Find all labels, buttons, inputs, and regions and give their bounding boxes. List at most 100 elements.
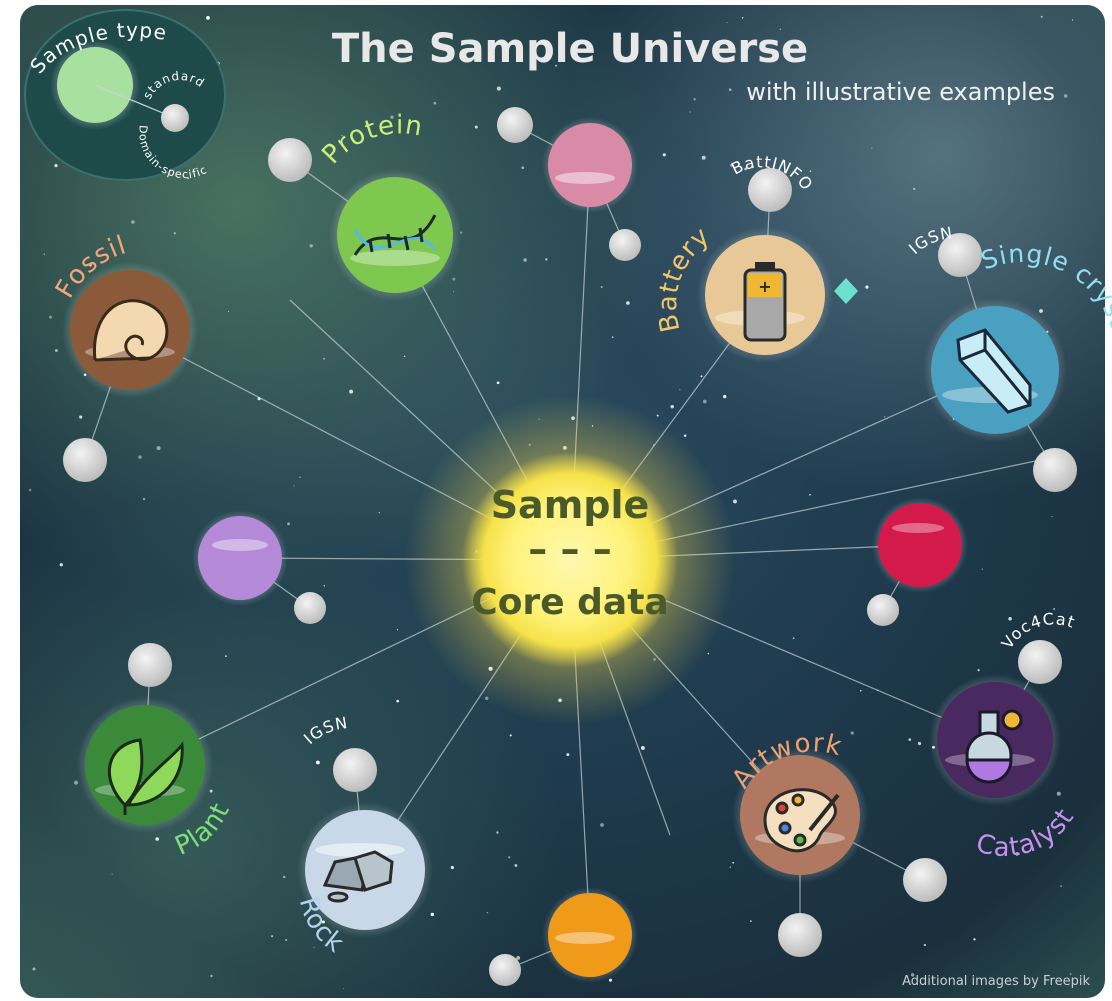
star [509, 734, 512, 737]
planet-fossil [62, 262, 198, 398]
star [981, 568, 983, 570]
star [683, 434, 687, 437]
star [1056, 791, 1061, 796]
star [809, 493, 811, 496]
star [225, 655, 227, 657]
star [729, 866, 732, 868]
star [28, 488, 32, 492]
star [209, 789, 213, 793]
star [287, 522, 290, 526]
diamond-star [834, 278, 858, 304]
star [341, 134, 343, 137]
star [131, 220, 135, 224]
star [299, 476, 301, 478]
planet-catalyst [929, 674, 1061, 806]
star [600, 823, 604, 827]
star [973, 938, 976, 941]
star [640, 746, 645, 750]
ammonite-icon [92, 299, 169, 362]
star [1008, 617, 1012, 621]
legend: Sample type standard Domain-specific [24, 9, 226, 181]
svg-text:+: + [758, 277, 771, 296]
star [1040, 15, 1043, 18]
star [316, 760, 320, 765]
star [1071, 19, 1074, 21]
star [693, 98, 696, 101]
star [730, 163, 734, 167]
moon [1033, 448, 1077, 492]
star [1053, 607, 1056, 611]
moon [489, 954, 521, 986]
star [545, 258, 548, 261]
star [850, 731, 854, 735]
star [741, 16, 744, 19]
star [79, 415, 83, 419]
core-sun [462, 452, 678, 668]
star [282, 875, 286, 879]
star [977, 669, 980, 672]
star [611, 336, 614, 338]
star [700, 375, 703, 378]
star [871, 147, 873, 149]
star [1039, 309, 1043, 313]
star [723, 394, 727, 399]
star [600, 285, 603, 289]
moon [128, 643, 172, 687]
planet-rock [297, 802, 433, 938]
star [138, 455, 142, 459]
planet-plant [77, 697, 213, 833]
star [884, 416, 886, 418]
lavender-planet [192, 510, 288, 606]
core-line2: Core data [471, 582, 668, 623]
star [521, 166, 525, 169]
battery-icon: + [743, 262, 787, 342]
star [750, 920, 752, 922]
star [733, 499, 737, 504]
star [917, 741, 922, 746]
star [173, 232, 177, 235]
star [43, 253, 45, 255]
star [227, 310, 229, 312]
star [430, 912, 435, 917]
star [111, 873, 113, 875]
flask-icon [965, 709, 1023, 784]
star [452, 277, 456, 281]
star [779, 28, 782, 30]
star [516, 955, 521, 960]
star [626, 301, 630, 305]
star [323, 357, 326, 360]
moon [497, 107, 533, 143]
page-title: The Sample Universe [332, 26, 808, 72]
star [293, 485, 295, 487]
planet-artwork [732, 747, 868, 883]
star [619, 37, 622, 40]
star [566, 753, 570, 757]
star [349, 389, 354, 394]
star [396, 629, 399, 631]
crystal-icon [956, 328, 1032, 414]
star [496, 381, 500, 385]
star [156, 446, 161, 451]
star [726, 21, 728, 24]
leaf-icon [108, 738, 184, 815]
star [744, 167, 747, 171]
star [689, 111, 691, 113]
moon [867, 594, 899, 626]
star [707, 652, 710, 655]
star [32, 967, 36, 971]
credit-text: Additional images by Freepik [902, 974, 1090, 989]
star [89, 264, 92, 267]
star [396, 699, 400, 703]
star [54, 163, 58, 168]
star [452, 291, 454, 293]
planet-single-crystal [923, 298, 1067, 442]
star [378, 511, 380, 514]
star [910, 973, 915, 977]
moon [778, 913, 822, 957]
pink-planet [542, 117, 638, 213]
star [792, 637, 795, 640]
moon [294, 592, 326, 624]
moon [748, 168, 792, 212]
